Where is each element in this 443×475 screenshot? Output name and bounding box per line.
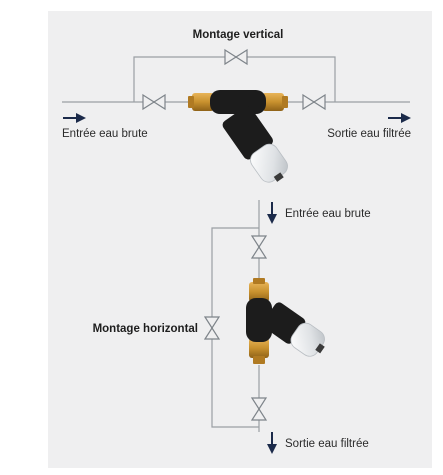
horizontal-inlet-valve-icon (250, 235, 268, 259)
horizontal-outlet-valve-icon (250, 397, 268, 421)
outlet-valve-icon (302, 93, 326, 111)
horizontal-outlet-label: Sortie eau filtrée (285, 438, 369, 450)
filter-product-horizontal-mount (246, 278, 325, 364)
filter-product-vertical-mount (188, 90, 288, 183)
horizontal-inlet-arrow-icon (267, 202, 277, 224)
outlet-flow-arrow-icon (388, 113, 411, 123)
inlet-valve-icon (142, 93, 166, 111)
diagram-panel (48, 11, 432, 468)
horizontal-title: Montage horizontal (93, 323, 198, 335)
vertical-title: Montage vertical (193, 29, 284, 41)
horizontal-bypass-valve-icon (203, 316, 221, 340)
horizontal-inlet-label: Entrée eau brute (285, 208, 371, 220)
vertical-inlet-label: Entrée eau brute (62, 128, 148, 140)
horizontal-outlet-arrow-icon (267, 432, 277, 454)
inlet-flow-arrow-icon (63, 113, 86, 123)
vertical-outlet-label: Sortie eau filtrée (327, 128, 411, 140)
bypass-valve-icon (224, 48, 248, 66)
